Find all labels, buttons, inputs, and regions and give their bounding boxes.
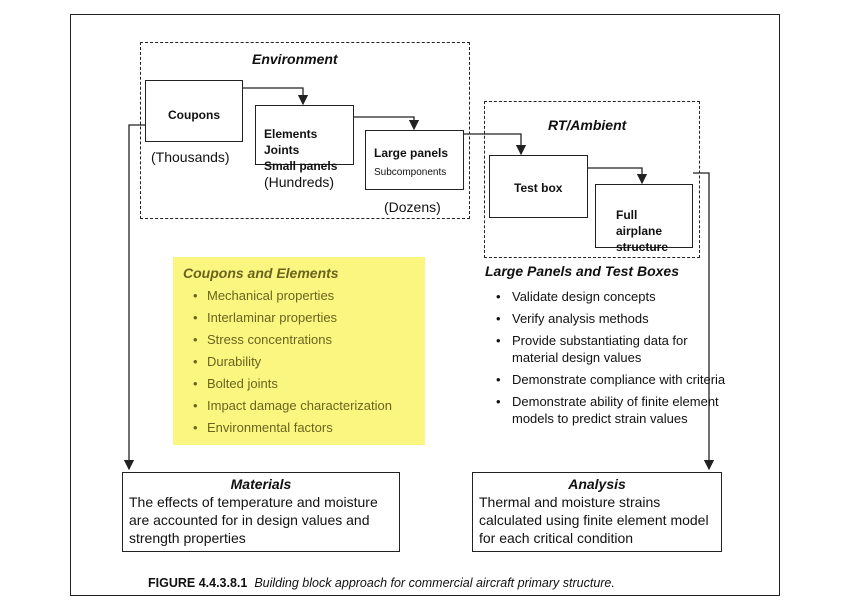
materials-box: Materials The effects of temperature and… [122, 472, 400, 552]
arrow-coupons-to-materials [123, 124, 145, 471]
list-item: Impact damage characterization [183, 395, 415, 417]
analysis-text: Thermal and moisture strains calculated … [479, 494, 709, 546]
list-item: Stress concentrations [183, 329, 415, 351]
list-item: Verify analysis methods [490, 310, 730, 327]
coupons-count: (Thousands) [151, 149, 230, 165]
large-panels-label: Large panels [374, 146, 449, 160]
test-box-label: Test box [514, 181, 563, 195]
elements-count: (Hundreds) [264, 174, 335, 190]
list-item: Durability [183, 351, 415, 373]
figure-caption-text: Building block approach for commercial a… [254, 576, 615, 590]
arrow-coupons-to-elements [243, 87, 309, 106]
rt-ambient-title: RT/Ambient [548, 117, 627, 133]
full-airplane-structure-label: Full airplane structure [616, 208, 669, 254]
coupons-and-elements-list: Mechanical properties Interlaminar prope… [183, 285, 415, 439]
arrow-elements-to-large-panels [354, 116, 420, 131]
arrow-test-box-to-full-structure [588, 167, 648, 185]
large-panels-count: (Dozens) [384, 199, 441, 215]
list-item: Demonstrate ability of finite element mo… [490, 393, 730, 427]
coupons-and-elements-title: Coupons and Elements [183, 265, 339, 281]
elements-box: Elements Joints Small panels [255, 105, 354, 173]
analysis-box: Analysis Thermal and moisture strains ca… [472, 472, 722, 552]
coupons-label: Coupons [168, 108, 220, 122]
list-item: Environmental factors [183, 417, 415, 439]
large-panels-and-test-boxes-list: Validate design concepts Verify analysis… [490, 288, 730, 432]
analysis-title: Analysis [568, 476, 626, 492]
figure-caption: FIGURE 4.4.3.8.1 Building block approach… [148, 576, 615, 590]
materials-title: Materials [230, 476, 292, 492]
list-item: Validate design concepts [490, 288, 730, 305]
arrow-large-panels-to-test-box [464, 133, 527, 156]
large-panels-box: Large panels Subcomponents [365, 130, 464, 190]
list-item: Mechanical properties [183, 285, 415, 307]
elements-label: Elements Joints Small panels [264, 127, 338, 173]
list-item: Interlaminar properties [183, 307, 415, 329]
figure-frame [70, 14, 780, 596]
figure-number: FIGURE 4.4.3.8.1 [148, 576, 248, 590]
coupons-box: Coupons [145, 80, 243, 142]
list-item: Demonstrate compliance with criteria [490, 371, 730, 388]
list-item: Provide substantiating data for material… [490, 332, 730, 366]
subcomponents-label: Subcomponents [374, 167, 447, 178]
large-panels-and-test-boxes-title: Large Panels and Test Boxes [485, 263, 679, 279]
coupons-and-elements-panel: Coupons and Elements Mechanical properti… [173, 257, 425, 445]
materials-text: The effects of temperature and moisture … [129, 494, 378, 546]
environment-group [140, 42, 470, 219]
list-item: Bolted joints [183, 373, 415, 395]
test-box: Test box [489, 155, 588, 218]
rt-ambient-group [484, 101, 700, 258]
full-airplane-structure-box: Full airplane structure [595, 184, 693, 254]
environment-title: Environment [252, 51, 338, 67]
